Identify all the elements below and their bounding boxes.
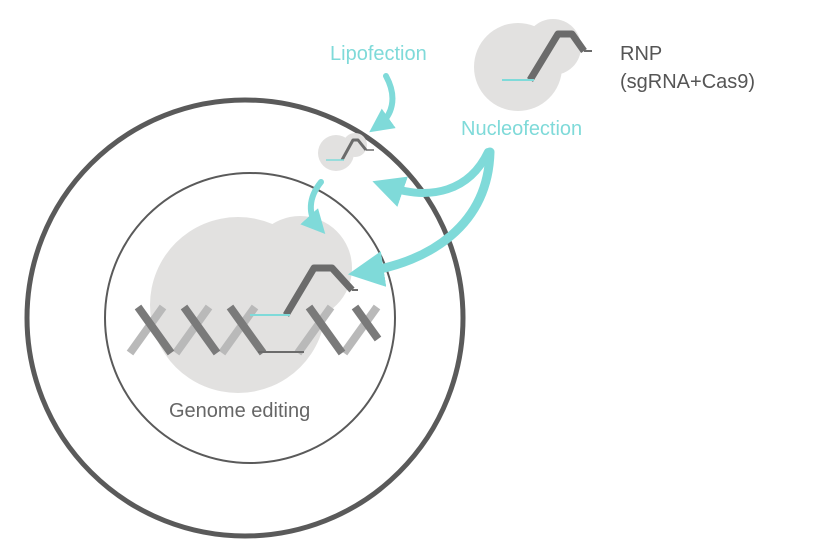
label-genome-editing: Genome editing [169, 400, 310, 422]
external-rnp [474, 19, 592, 111]
label-rnp-subtitle: (sgRNA+Cas9) [620, 71, 755, 93]
label-lipofection: Lipofection [330, 43, 427, 65]
rnp-complex-icon [250, 264, 358, 317]
label-rnp-title: RNP [620, 43, 662, 65]
cytoplasmic-rnp [318, 133, 374, 171]
curved-arrow-icon [300, 73, 495, 287]
cell-membrane [24, 97, 466, 539]
dna-helix-icon [126, 304, 382, 356]
nuclear-rnp-blob [150, 216, 352, 393]
label-nucleofection: Nucleofection [461, 118, 582, 140]
nucleus [104, 172, 396, 464]
